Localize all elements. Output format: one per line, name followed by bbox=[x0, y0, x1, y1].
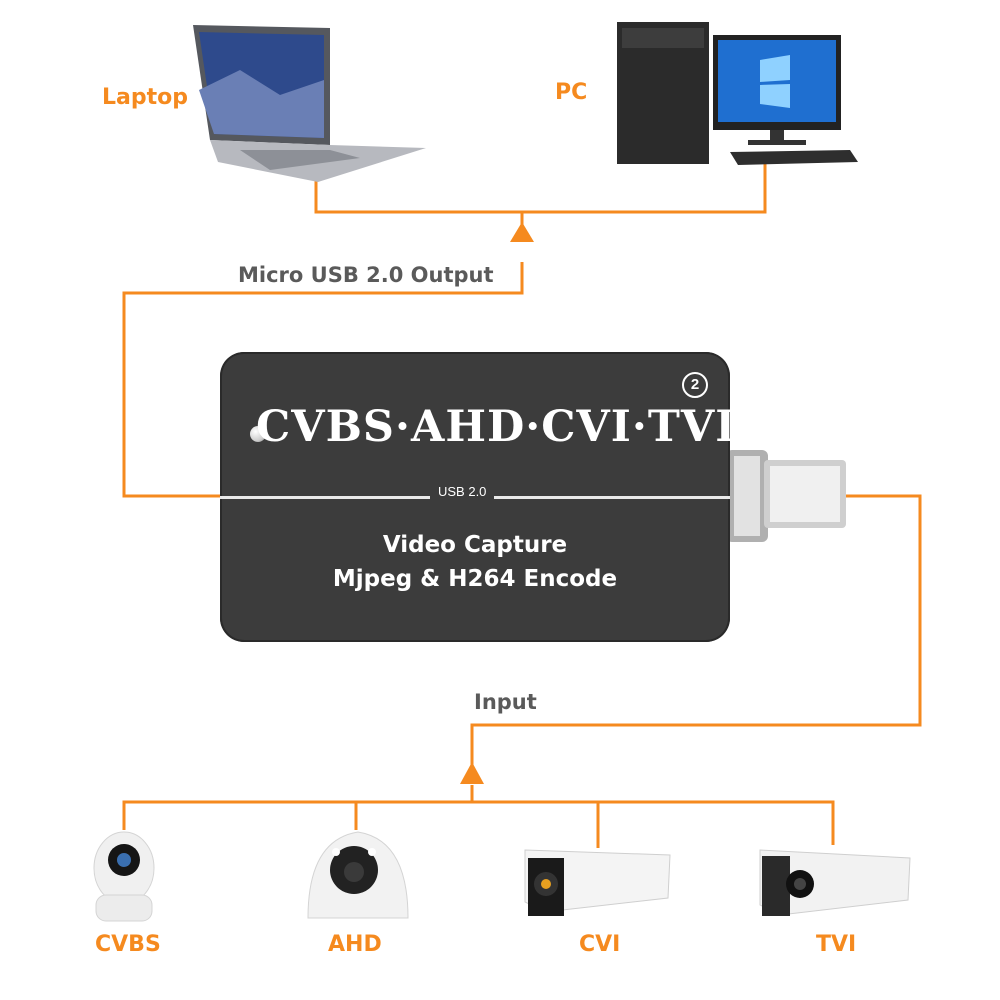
video-capture-device: CVBS·AHD·CVI·TVI 2 USB 2.0 Video Capture… bbox=[220, 352, 737, 642]
pc-icon bbox=[617, 22, 858, 165]
led-indicator-icon bbox=[250, 426, 266, 442]
bullet-camera-icon bbox=[524, 849, 671, 916]
bnc-connector-icon bbox=[726, 450, 846, 542]
camera-label-cvbs: CVBS bbox=[95, 932, 161, 957]
output-wire-device bbox=[122, 262, 524, 498]
device-badge: 2 bbox=[682, 372, 708, 398]
input-wire-device bbox=[470, 494, 922, 765]
arrow-up-icon bbox=[460, 762, 484, 784]
device-title: CVBS·AHD·CVI·TVI bbox=[256, 402, 737, 452]
output-wire-laptop bbox=[314, 160, 767, 214]
camera-label-tvi: TVI bbox=[816, 932, 857, 957]
dome-camera-icon bbox=[307, 831, 409, 919]
laptop-icon bbox=[193, 25, 426, 182]
camera-label-ahd: AHD bbox=[328, 932, 382, 957]
camera-label-cvi: CVI bbox=[579, 932, 621, 957]
usb-label: USB 2.0 bbox=[430, 484, 495, 499]
input-bus bbox=[122, 800, 835, 845]
output-label: Micro USB 2.0 Output bbox=[238, 263, 494, 287]
laptop-label: Laptop bbox=[102, 85, 188, 110]
device-line-2: Mjpeg & H264 Encode bbox=[332, 566, 618, 592]
device-line-1: Video Capture bbox=[382, 532, 568, 558]
dome-pan-tilt-camera-icon bbox=[93, 831, 155, 922]
pc-label: PC bbox=[555, 80, 588, 105]
arrow-up-icon bbox=[510, 222, 534, 242]
input-label: Input bbox=[474, 690, 537, 714]
bullet-camera-icon bbox=[759, 849, 911, 916]
